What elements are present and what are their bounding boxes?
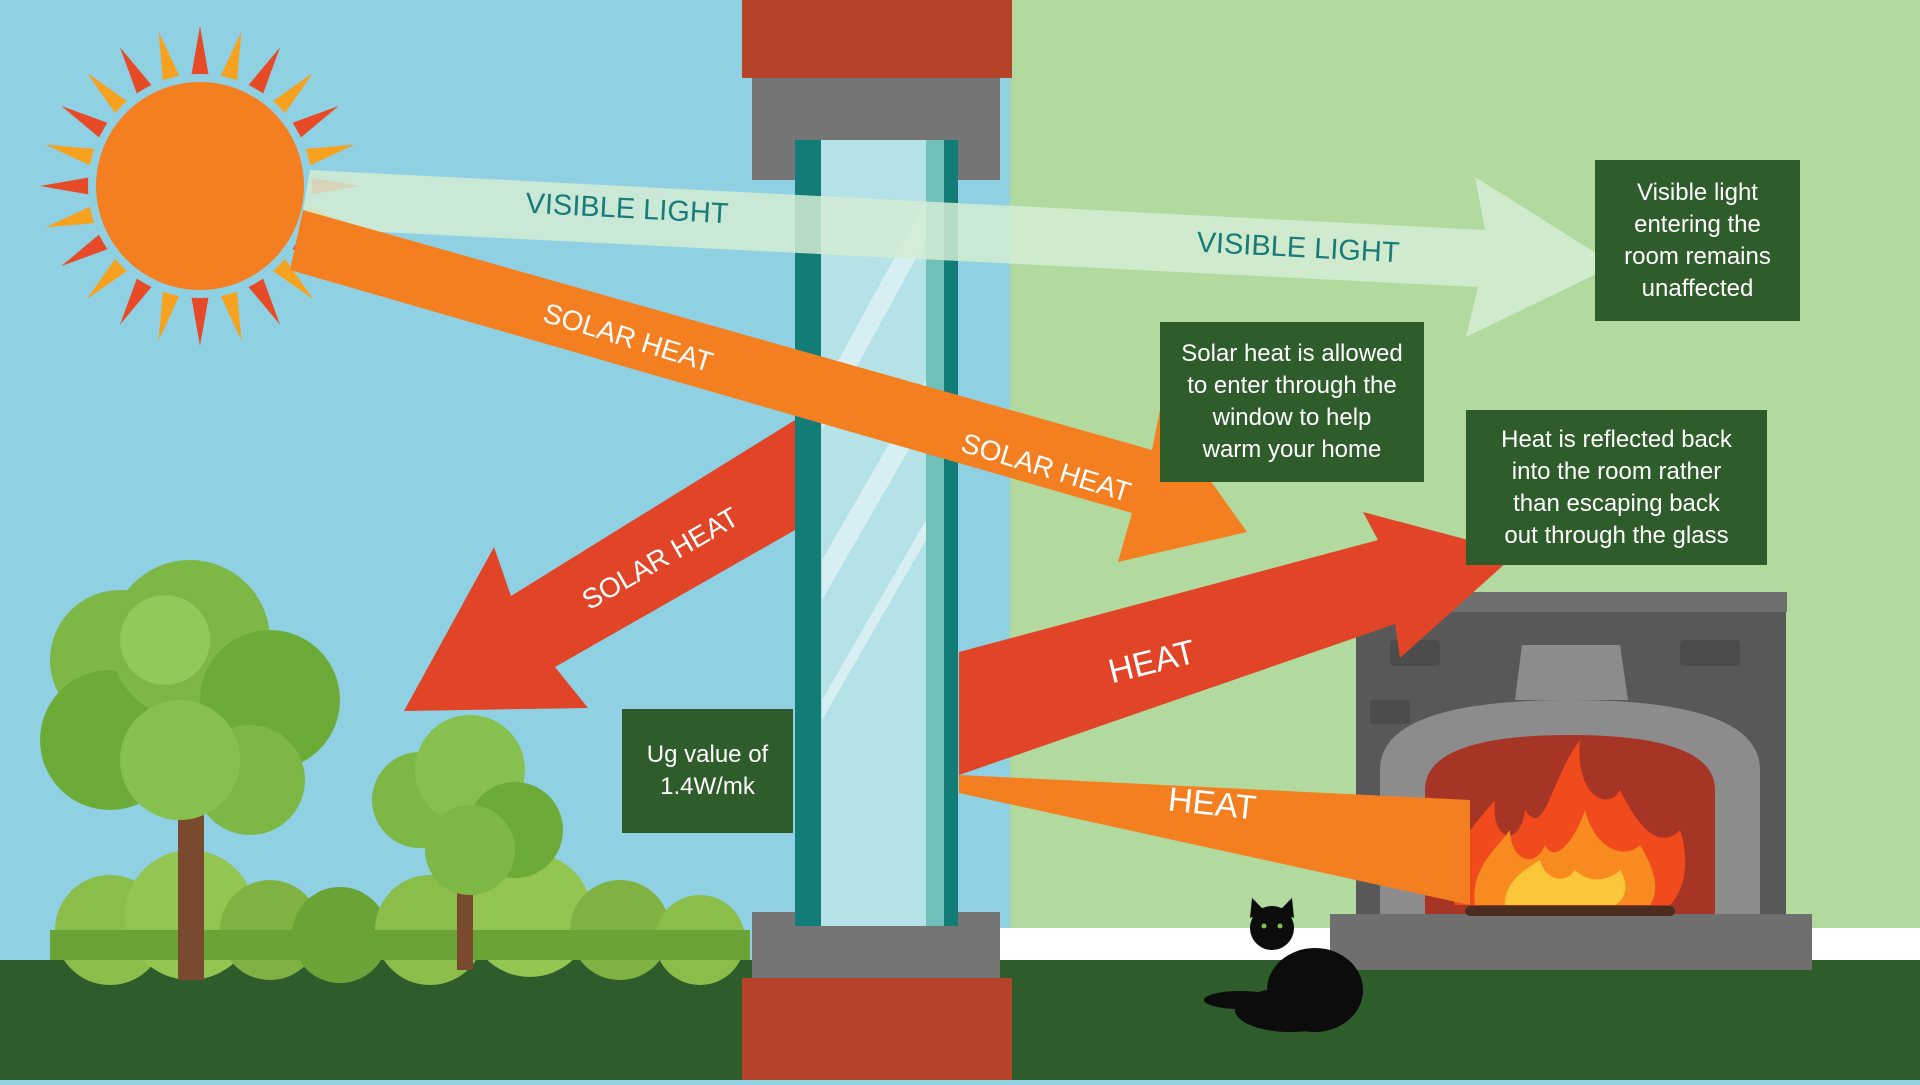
sun-ray [190, 26, 210, 79]
solar-heat-incoming-arrow [290, 210, 1247, 562]
sun-ray [86, 72, 131, 117]
ug-value-note-text: Ug value of 1.4W/mk [646, 741, 769, 800]
heat-reflected-arrow [959, 512, 1517, 775]
heat-reflected-note-text: Heat is reflected back into the room rat… [1501, 425, 1732, 549]
sun-ray [158, 31, 182, 85]
sun-ray [120, 274, 155, 325]
sun-ray [61, 106, 112, 141]
sun-ray [218, 287, 242, 341]
solar-heat-note: Solar heat is allowed to enter through t… [1160, 322, 1424, 482]
heat-reflected-note: Heat is reflected back into the room rat… [1466, 410, 1767, 565]
sun-ray [288, 106, 339, 141]
sun-ray [245, 274, 280, 325]
tree-icon [40, 560, 340, 980]
sun-disc [96, 82, 304, 290]
solar-heat-note-text: Solar heat is allowed to enter through t… [1181, 340, 1403, 463]
sun-ray [86, 255, 131, 300]
heat-label-from-fire: HEAT [1166, 781, 1258, 828]
visible-light-arrow [300, 170, 1615, 337]
sun-ray [218, 31, 242, 85]
brick-wall-bottom [742, 978, 1012, 1080]
sun-ray [45, 204, 99, 228]
sun-ray [190, 293, 210, 346]
window-cross-section [742, 0, 1012, 1080]
sun-ray [301, 144, 355, 168]
ug-value-note: Ug value of 1.4W/mk [622, 709, 793, 833]
sun-ray [269, 255, 314, 300]
solar-heat-reflected-arrow [404, 420, 795, 711]
sun-ray [61, 231, 112, 266]
tree-icon [372, 715, 563, 970]
heat-from-fire-arrow [959, 775, 1470, 905]
cat-icon [1204, 898, 1363, 1032]
sun-ray [40, 176, 93, 196]
sun-ray [269, 72, 314, 117]
sun-ray [158, 287, 182, 341]
visible-light-note: Visible light entering the room remains … [1595, 160, 1800, 321]
brick-wall-top [742, 0, 1012, 78]
flame-icon [1450, 740, 1686, 916]
visible-light-note-text: Visible light entering the room remains … [1624, 178, 1771, 302]
outer-pane [795, 140, 821, 926]
sun-ray [45, 144, 99, 168]
sun-ray [245, 47, 280, 98]
sun-ray [120, 47, 155, 98]
